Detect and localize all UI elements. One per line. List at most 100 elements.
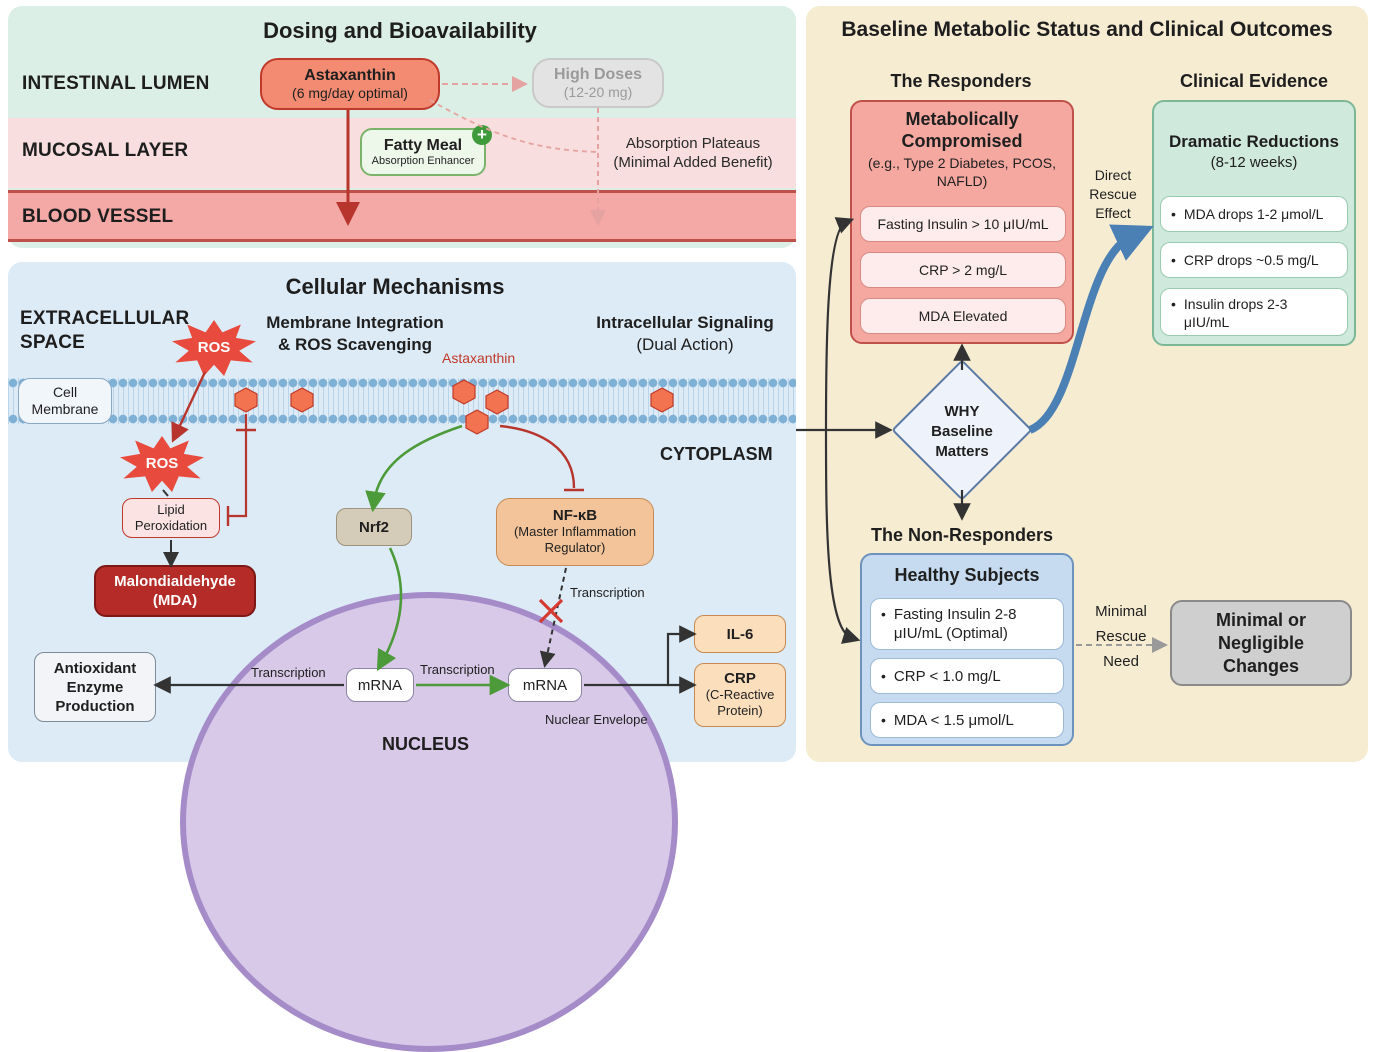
- healthy-item-text: CRP < 1.0 mg/L: [893, 667, 1001, 685]
- nrf2-label: Nrf2: [358, 518, 389, 536]
- why-line-2: Baseline: [931, 423, 993, 440]
- minimal-rescue-line-2: Rescue: [1095, 628, 1147, 645]
- bullet-icon: •: [1171, 252, 1176, 268]
- lipid-line-2: Peroxidation: [134, 518, 208, 533]
- fatty-meal-subtitle: Absorption Enhancer: [371, 155, 475, 167]
- cytoplasm-label: CYTOPLASM: [660, 444, 773, 464]
- dramatic-title: Dramatic Reductions: [1168, 132, 1340, 151]
- nrf2-box: Nrf2: [336, 508, 412, 546]
- absorption-plateau-note: Absorption Plateaus (Minimal Added Benef…: [604, 134, 782, 172]
- membrane-heading: Membrane Integration & ROS Scavenging: [250, 312, 460, 356]
- crp-box: CRP (C-Reactive Protein): [694, 663, 786, 727]
- mrna-right-label: mRNA: [522, 676, 568, 694]
- plus-icon: +: [472, 125, 492, 145]
- evidence-item: • CRP drops ~0.5 mg/L: [1160, 242, 1348, 278]
- mucosal-layer-label: MUCOSAL LAYER: [22, 140, 189, 161]
- cellular-title: Cellular Mechanisms: [285, 274, 505, 299]
- healthy-item-text: MDA < 1.5 μmol/L: [893, 711, 1014, 729]
- evidence-item: • MDA drops 1-2 μmol/L: [1160, 196, 1348, 232]
- compromised-line-2: Compromised: [901, 131, 1023, 151]
- minimal-rescue-label: Minimal Rescue Need: [1084, 599, 1158, 674]
- mrna-right-box: mRNA: [508, 668, 582, 702]
- dramatic-subtitle: (8-12 weeks): [1210, 154, 1298, 171]
- astaxanthin-dose: (6 mg/day optimal): [292, 85, 408, 101]
- signaling-heading-line-2: (Dual Action): [636, 335, 734, 354]
- responder-item: CRP > 2 mg/L: [860, 252, 1066, 288]
- mda-line-2: (MDA): [152, 592, 198, 609]
- nucleus-label: NUCLEUS: [382, 734, 470, 754]
- healthy-item: • Fasting Insulin 2-8 μIU/mL (Optimal): [870, 598, 1064, 650]
- bullet-icon: •: [1171, 296, 1176, 312]
- bullet-icon: •: [881, 606, 886, 622]
- bullet-icon: •: [881, 712, 886, 728]
- antioxidant-line-3: Production: [55, 697, 135, 715]
- mda-line-1: Malondialdehyde: [114, 573, 236, 590]
- lipid-peroxidation-box: Lipid Peroxidation: [122, 498, 220, 538]
- responder-item: Fasting Insulin > 10 μIU/mL: [860, 206, 1066, 242]
- high-doses-dose: (12-20 mg): [563, 84, 633, 100]
- dosing-title: Dosing and Bioavailability: [263, 18, 537, 43]
- minimal-line-2: Negligible: [1217, 632, 1304, 653]
- evidence-item-3-line-1: Insulin drops 2-3: [1183, 296, 1288, 312]
- extracellular-space-label: EXTRACELLULAR SPACE: [20, 307, 189, 355]
- lipid-line-1: Lipid: [157, 502, 185, 517]
- healthy-item: • CRP < 1.0 mg/L: [870, 658, 1064, 694]
- signaling-heading: Intracellular Signaling (Dual Action): [580, 312, 790, 356]
- compromised-heading: Metabolically Compromised: [852, 108, 1072, 152]
- evidence-item-text: MDA drops 1-2 μmol/L: [1183, 206, 1324, 222]
- evidence-item-3-line-2: μIU/mL: [1183, 314, 1230, 330]
- responders-heading: The Responders: [890, 71, 1032, 91]
- why-line-3: Matters: [935, 443, 989, 460]
- plateau-line-1: Absorption Plateaus: [625, 135, 761, 152]
- nfkb-line-1: (Master Inflammation: [513, 524, 637, 539]
- clinical-evidence-heading: Clinical Evidence: [1179, 71, 1329, 91]
- transcription-left-label: Transcription: [251, 665, 326, 680]
- cell-membrane-line-1: Cell: [52, 384, 78, 400]
- cell-membrane-bilayer: [8, 378, 796, 424]
- crp-line-2: Protein): [717, 703, 763, 718]
- astaxanthin-membrane-label: Astaxanthin: [442, 350, 516, 366]
- nfkb-box: NF-κB (Master Inflammation Regulator): [496, 498, 654, 566]
- mda-box: Malondialdehyde (MDA): [94, 565, 256, 617]
- minimal-line-3: Changes: [1222, 655, 1300, 676]
- evidence-item-text: Insulin drops 2-3 μIU/mL: [1184, 295, 1288, 331]
- plateau-line-2: (Minimal Added Benefit): [613, 154, 773, 171]
- why-label: WHY Baseline Matters: [902, 402, 1022, 462]
- direct-line-2: Rescue: [1089, 186, 1137, 202]
- nfkb-line-2: Regulator): [544, 540, 606, 555]
- baseline-title: Baseline Metabolic Status and Clinical O…: [841, 18, 1333, 41]
- healthy-item: • MDA < 1.5 μmol/L: [870, 702, 1064, 738]
- il6-box: IL-6: [694, 615, 786, 653]
- responder-item: MDA Elevated: [860, 298, 1066, 334]
- direct-rescue-label: Direct Rescue Effect: [1086, 166, 1140, 223]
- compromised-examples-line-1: (e.g., Type 2 Diabetes, PCOS,: [867, 155, 1057, 171]
- high-doses-name: High Doses: [553, 66, 642, 83]
- fatty-meal-box: Fatty Meal Absorption Enhancer: [360, 128, 486, 176]
- crp-title: CRP: [724, 670, 756, 687]
- astaxanthin-name: Astaxanthin: [304, 67, 396, 84]
- antioxidant-line-2: Enzyme: [66, 678, 124, 696]
- direct-line-3: Effect: [1095, 205, 1131, 221]
- extracellular-line-1: EXTRACELLULAR: [20, 308, 190, 329]
- evidence-item: • Insulin drops 2-3 μIU/mL: [1160, 288, 1348, 336]
- high-doses-box: High Doses (12-20 mg): [532, 58, 664, 108]
- antioxidant-line-1: Antioxidant: [53, 659, 137, 677]
- minimal-changes-box: Minimal or Negligible Changes: [1170, 600, 1352, 686]
- blood-vessel-label: BLOOD VESSEL: [22, 206, 174, 227]
- mrna-left-label: mRNA: [357, 676, 403, 694]
- compromised-line-1: Metabolically: [905, 109, 1019, 129]
- nonresponders-heading: The Non-Responders: [870, 525, 1053, 545]
- why-line-1: WHY: [944, 403, 980, 420]
- minimal-line-1: Minimal or: [1215, 609, 1306, 630]
- astaxanthin-dose-box: Astaxanthin (6 mg/day optimal): [260, 58, 440, 110]
- fatty-meal-title: Fatty Meal: [383, 137, 463, 154]
- healthy-item-text: Fasting Insulin 2-8 μIU/mL (Optimal): [894, 605, 1017, 643]
- blood-vessel-band: [8, 190, 796, 242]
- il6-label: IL-6: [726, 625, 754, 643]
- healthy-title: Healthy Subjects: [894, 565, 1040, 585]
- evidence-item-text: CRP drops ~0.5 mg/L: [1183, 252, 1319, 268]
- healthy-item-1-line-1: Fasting Insulin 2-8: [893, 606, 1017, 623]
- dramatic-heading: Dramatic Reductions (8-12 weeks): [1154, 132, 1354, 171]
- nuclear-envelope-label: Nuclear Envelope: [545, 712, 648, 727]
- healthy-item-1-line-2: μIU/mL (Optimal): [893, 625, 1008, 642]
